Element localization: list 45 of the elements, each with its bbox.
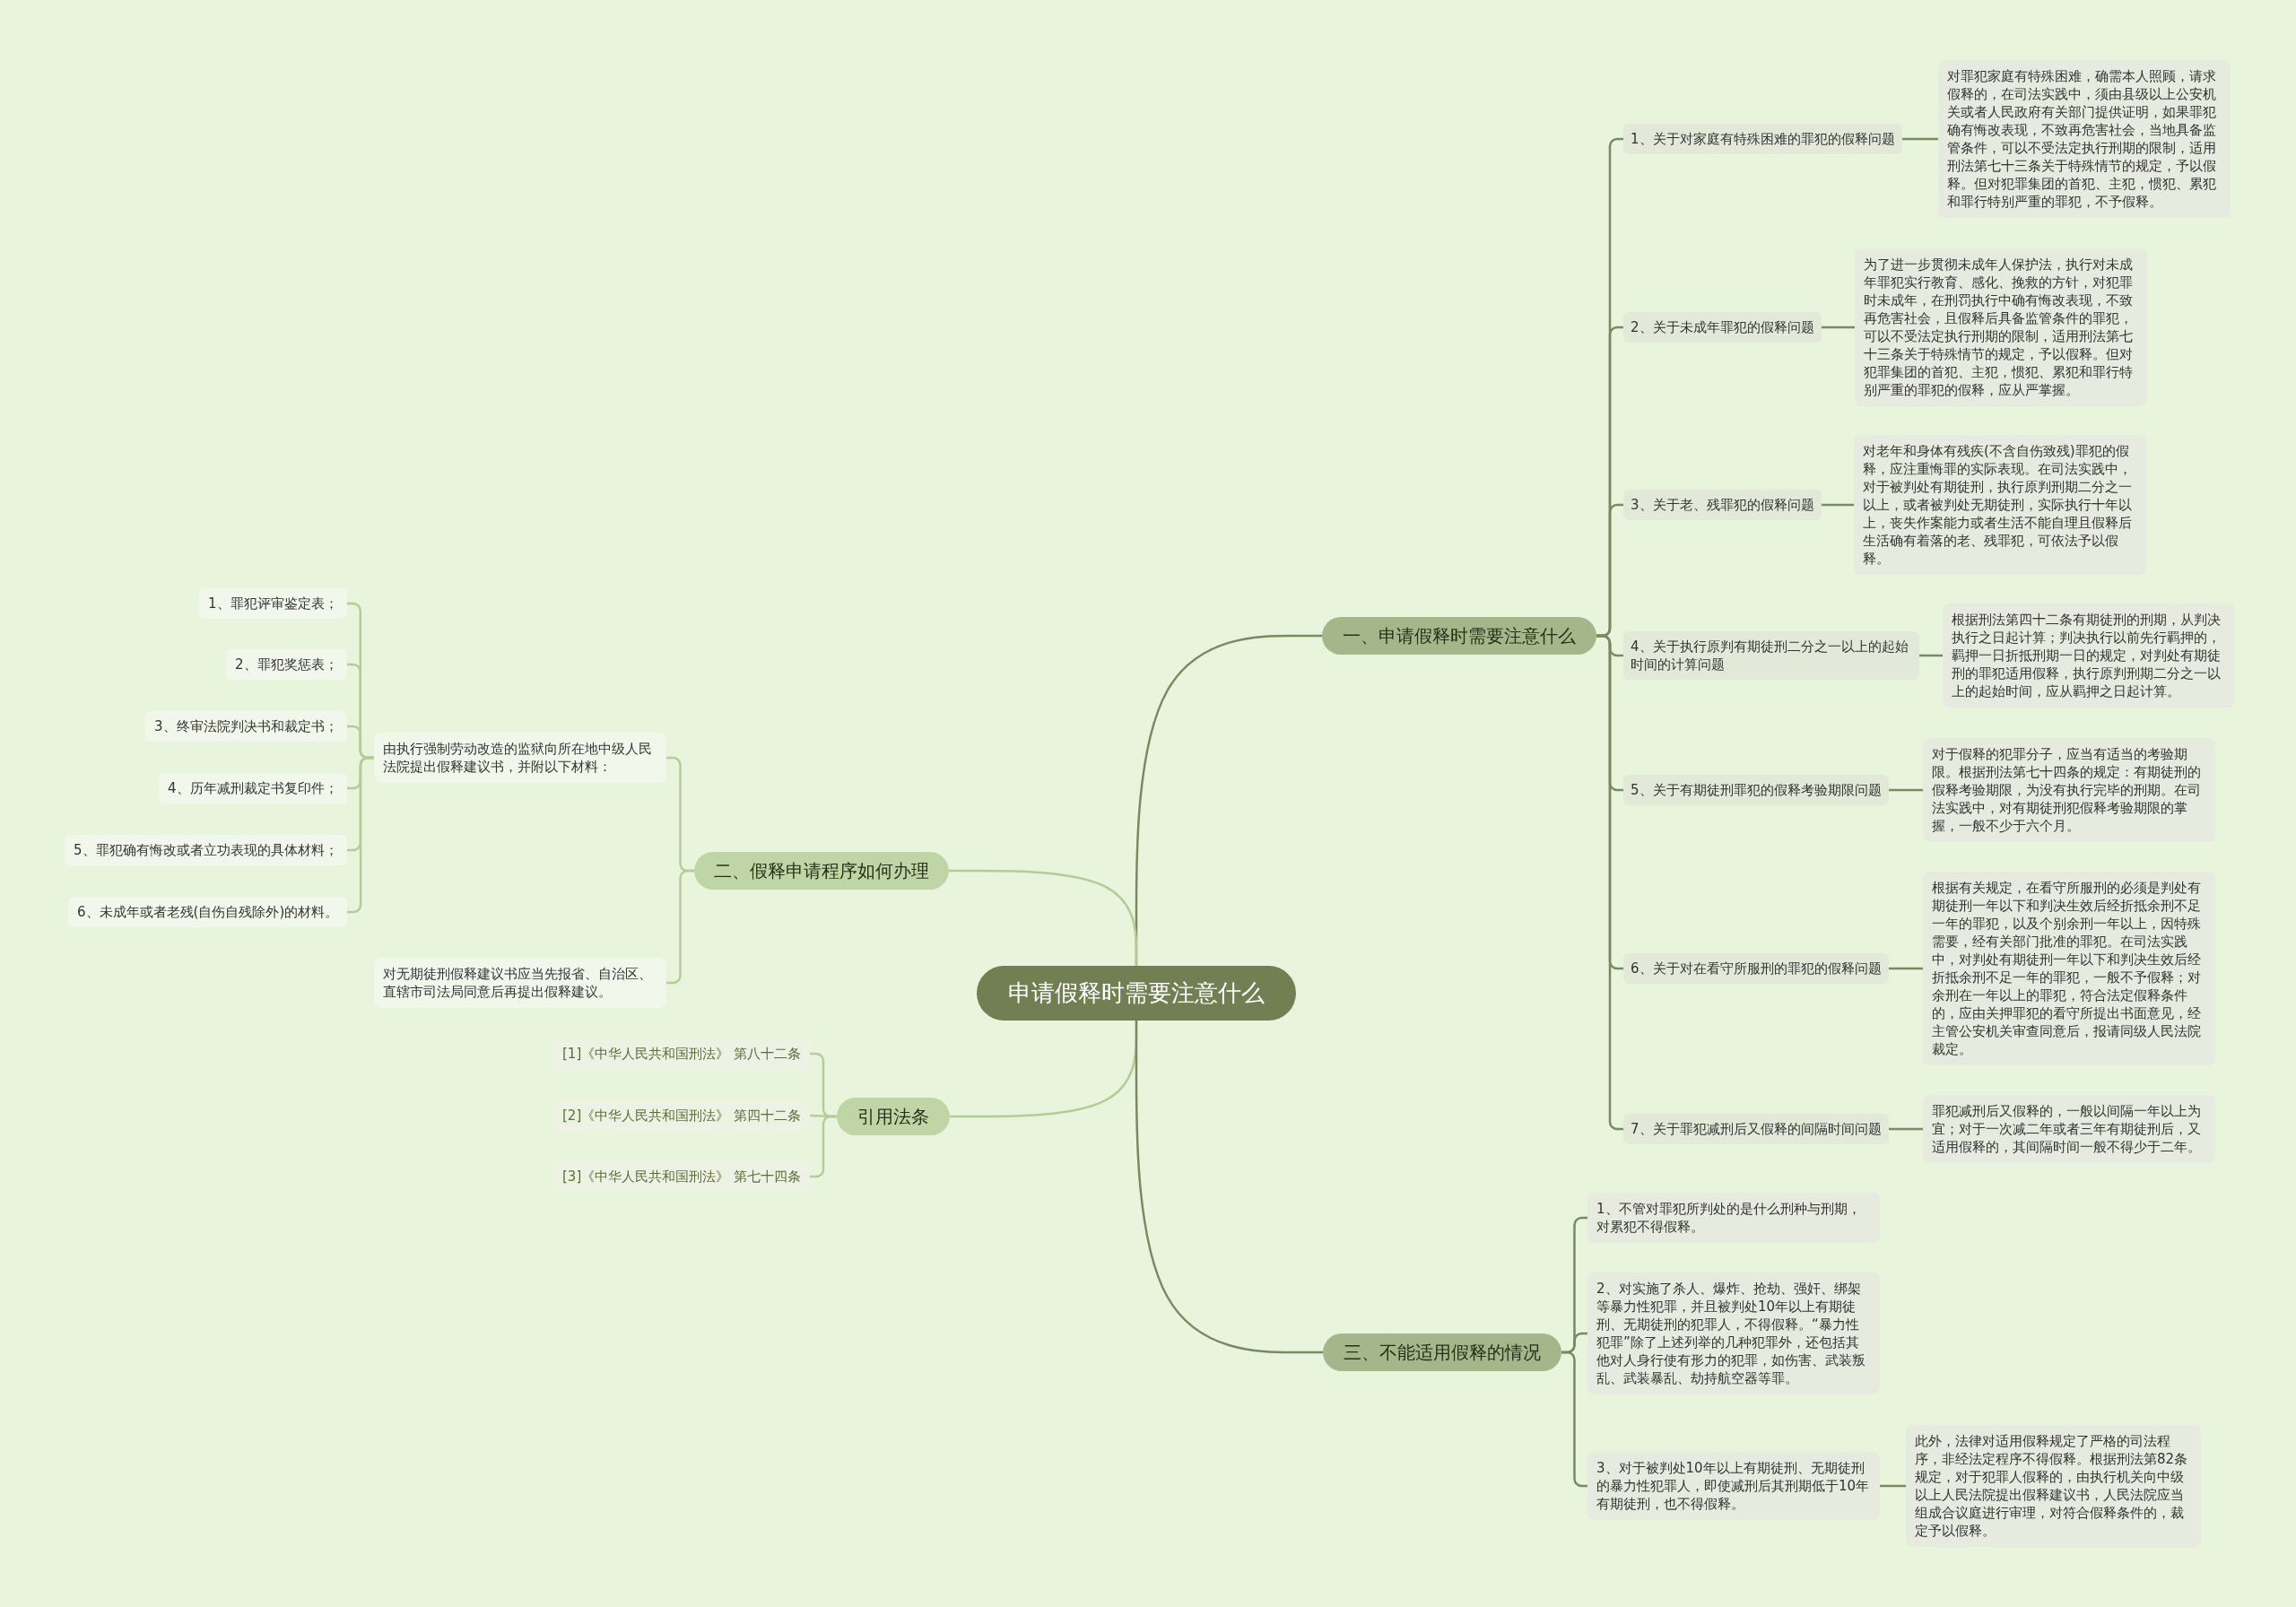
main-topic: 三、不能适用假释的情况 [1323, 1333, 1561, 1371]
detail-note: 罪犯减刑后又假释的，一般以间隔一年以上为宜；对于一次减二年或者三年有期徒刑后，又适用假释的，其间隔时间一般不得少于二年。 [1923, 1095, 2215, 1163]
reference-item: [3]《中华人民共和国刑法》 第七十四条 [553, 1161, 810, 1192]
connector-line [1821, 326, 1855, 329]
detail-note: 对老年和身体有残疾(不含自伤致残)罪犯的假释，应注重悔罪的实际表现。在司法实践中，对于被判处有期徒刑，执行原判刑期二分之一以上，或者被判处无期徒刑，实际执行十年以上，丧失作案能力或者生活不能自理且假释后生活确有着落的老、残罪犯，可依法予以假释。 [1854, 435, 2146, 575]
main-topic: 引用法条 [837, 1098, 950, 1135]
subtopic: 3、终审法院判决书和裁定书； [145, 711, 347, 742]
main-topic: 一、申请假释时需要注意什么 [1322, 617, 1596, 655]
detail-note: 2、对实施了杀人、爆炸、抢劫、强奸、绑架等暴力性犯罪，并且被判处10年以上有期徒刑、无期徒刑的犯罪人，不得假释。“暴力性犯罪”除了上述列举的几种犯罪外，还包括其他对人身行使有形力的犯罪，如伤害、武装叛乱、武装暴乱、劫持航空器等罪。 [1587, 1273, 1880, 1394]
detail-note: 1、不管对罪犯所判处的是什么刑种与刑期，对累犯不得假释。 [1587, 1193, 1880, 1243]
subtopic: 4、历年减刑裁定书复印件； [159, 773, 347, 804]
connector-line [1901, 137, 1938, 141]
detail-note: 为了进一步贯彻未成年人保护法，执行对未成年罪犯实行教育、感化、挽救的方针，对犯罪时未成年，在刑罚执行中确有悔改表现，不致再危害社会，且假释后具备监管条件的罪犯，可以不受法定执行刑期的限制，适用刑法第七十三条关于特殊情节的规定，予以假释。但对犯罪集团的首犯、主犯，惯犯、累犯和罪行特别严重的罪犯的假释，应从严掌握。 [1855, 248, 2147, 406]
connector-line [1135, 1020, 1323, 1354]
detail-note: 根据有关规定，在看守所服刑的必须是判处有期徒刑一年以下和判决生效后经折抵余刑不足一年的罪犯，以及个别余刑一年以上，因特殊需要，经有关部门批准的罪犯。在司法实践中，对判处有期徒刑一年以下和判决生效后经折抵余刑不足一年的罪犯，一般不予假释；对余刑在一年以上的罪犯，符合法定假释条件的，应由关押罪犯的看守所提出书面意见，经主管公安机关审查同意后，报请同级人民法院裁定。 [1923, 872, 2215, 1065]
connector-line [1821, 503, 1854, 507]
detail-note: 对罪犯家庭有特殊困难，确需本人照顾，请求假释的，在司法实践中，须由县级以上公安机关或者人民政府有关部门提供证明，如果罪犯确有悔改表现，不致再危害社会，当地具备监管条件，可以不受法定执行刑期的限制，适用刑法第七十三条关于特殊情节的规定，予以假释。但对犯罪集团的首犯、主犯，惯犯、累犯和罪行特别严重的罪犯，不予假释。 [1938, 60, 2231, 218]
central-topic: 申请假释时需要注意什么 [977, 965, 1296, 1021]
connector-line [949, 869, 1138, 966]
subtopic: 5、罪犯确有悔改或者立功表现的具体材料； [65, 835, 347, 865]
reference-item: [1]《中华人民共和国刑法》 第八十二条 [553, 1038, 810, 1069]
subtopic: 7、关于罪犯减刑后又假释的间隔时间问题 [1623, 1114, 1889, 1144]
subtopic: 6、关于对在看守所服刑的罪犯的假释问题 [1623, 953, 1889, 984]
main-topic: 二、假释申请程序如何办理 [694, 852, 949, 890]
connector-line [666, 869, 694, 985]
connector-line [1919, 654, 1943, 657]
detail-note: 根据刑法第四十二条有期徒刑的刑期，从判决执行之日起计算；判决执行以前先行羁押的，羁押一日折抵刑期一日的规定，对判处有期徒刑的罪犯适用假释，执行原判刑期二分之一以上的起始时间，应从羁押之日起计算。 [1943, 604, 2235, 708]
subtopic: 4、关于执行原判有期徒刑二分之一以上的起始时间的计算问题 [1623, 631, 1919, 680]
subtopic: 1、关于对家庭有特殊困难的罪犯的假释问题 [1623, 124, 1902, 154]
detail-note: 此外，法律对适用假释规定了严格的司法程序，非经法定程序不得假释。根据刑法第82条规定，对于犯罪人假释的，由执行机关向中级以上人民法院提出假释建议书，人民法院应当组成合议庭进行审理，对符合假释条件的，裁定予以假释。 [1906, 1425, 2201, 1547]
subtopic: 5、关于有期徒刑罪犯的假释考验期限问题 [1623, 775, 1889, 805]
subtopic: 3、关于老、残罪犯的假释问题 [1623, 490, 1822, 520]
connector-line [1880, 1484, 1906, 1488]
subtopic: 1、罪犯评审鉴定表； [199, 588, 347, 619]
detail-note: 由执行强制劳动改造的监狱向所在地中级人民法院提出假释建议书，并附以下材料： [374, 733, 666, 783]
detail-note: 对无期徒刑假释建议书应当先报省、自治区、直辖市司法局同意后再提出假释建议。 [374, 958, 666, 1008]
reference-item: [2]《中华人民共和国刑法》 第四十二条 [553, 1100, 810, 1131]
subtopic: 2、关于未成年罪犯的假释问题 [1623, 312, 1822, 343]
subtopic: 2、罪犯奖惩表； [226, 649, 347, 680]
subtopic: 6、未成年或者老残(自伤自残除外)的材料。 [68, 897, 348, 927]
detail-note: 对于假释的犯罪分子，应当有适当的考验期限。根据刑法第七十四条的规定：有期徒刑的假释考验期限，为没有执行完毕的刑期。在司法实践中，对有期徒刑犯假释考验期限的掌握，一般不少于六个月。 [1923, 738, 2215, 842]
connector-line [1888, 788, 1923, 792]
connector-line [1888, 1127, 1923, 1131]
detail-note: 3、对于被判处10年以上有期徒刑、无期徒刑的暴力性犯罪人，即使减刑后其刑期低于10年有期徒刑，也不得假释。 [1587, 1452, 1880, 1520]
connector-line [1888, 967, 1923, 970]
